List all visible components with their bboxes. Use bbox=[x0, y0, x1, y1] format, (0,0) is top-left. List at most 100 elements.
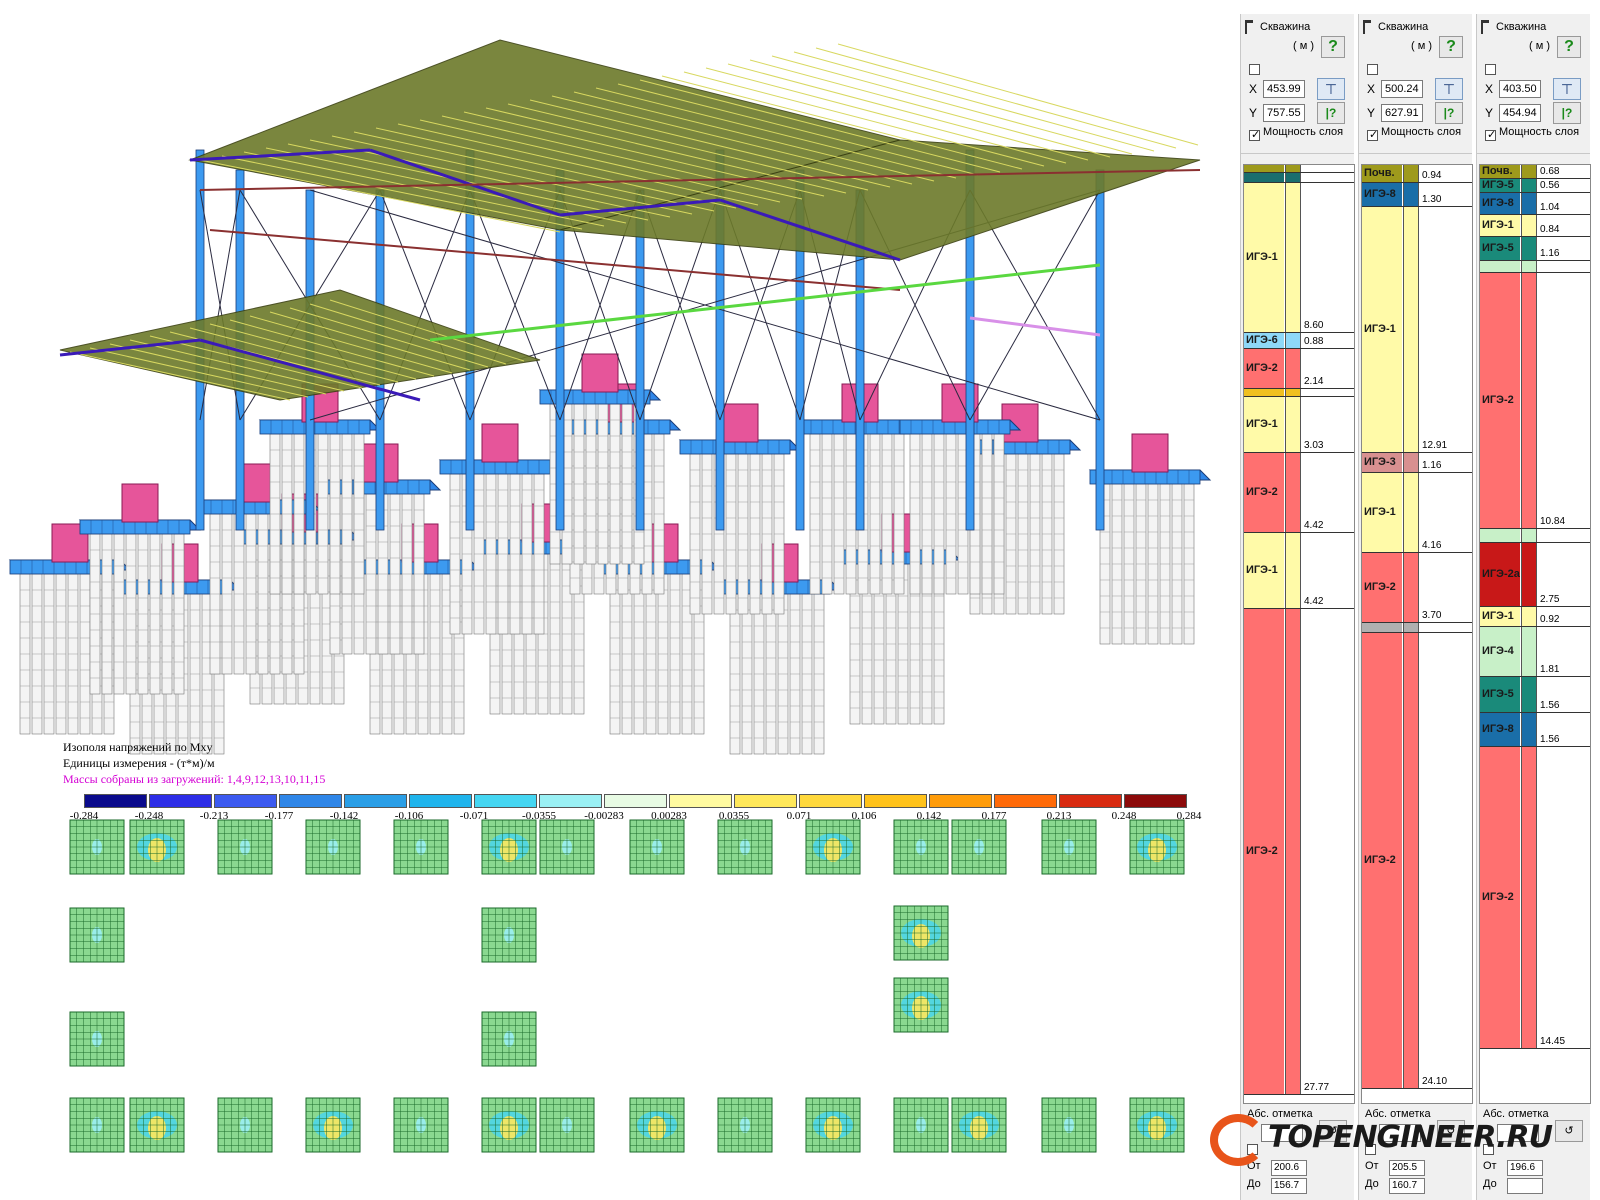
help-button[interactable]: ? bbox=[1321, 36, 1345, 58]
layer-thickness: 0.94 bbox=[1422, 170, 1442, 181]
x-coordinate-input[interactable]: 500.24 bbox=[1381, 80, 1423, 98]
pick-borehole-button[interactable]: ⊤ bbox=[1317, 78, 1345, 100]
borehole-help-button[interactable]: |? bbox=[1317, 102, 1345, 124]
layer-fill bbox=[1244, 397, 1284, 452]
to-input[interactable]: 160.7 bbox=[1389, 1178, 1425, 1194]
borehole-help-button[interactable]: |? bbox=[1435, 102, 1463, 124]
apply-elevation-button[interactable]: ↺ bbox=[1555, 1120, 1583, 1142]
apply-elevation-button[interactable]: ↺ bbox=[1319, 1120, 1347, 1142]
layer-thickness: 4.42 bbox=[1304, 520, 1324, 531]
borehole-select-checkbox[interactable] bbox=[1367, 64, 1378, 75]
roof-panel-2 bbox=[559, 139, 1201, 261]
help-button[interactable]: ? bbox=[1439, 36, 1463, 58]
layer-thickness: 1.16 bbox=[1422, 460, 1442, 471]
scale-tick-label: -0.00283 bbox=[584, 810, 624, 822]
structure-3d-model[interactable] bbox=[0, 0, 1240, 1200]
pedestal bbox=[721, 403, 759, 443]
to-input[interactable]: 156.7 bbox=[1271, 1178, 1307, 1194]
scale-swatch bbox=[344, 794, 407, 808]
borehole-help-button[interactable]: |? bbox=[1553, 102, 1581, 124]
range-checkbox[interactable] bbox=[1365, 1144, 1376, 1155]
pick-borehole-button[interactable]: ⊤ bbox=[1435, 78, 1463, 100]
layer-thickness: 4.42 bbox=[1304, 596, 1324, 607]
borehole-select-checkbox[interactable] bbox=[1485, 64, 1496, 75]
y-coordinate-input[interactable]: 454.94 bbox=[1499, 104, 1541, 122]
layer-fill bbox=[1244, 453, 1284, 532]
layer-name: Почв. bbox=[1482, 165, 1513, 177]
model-viewport[interactable]: Изополя напряжений по Mxy Единицы измере… bbox=[0, 0, 1240, 1200]
layer-name: Почв. bbox=[1364, 167, 1395, 179]
x-coordinate-input[interactable]: 403.50 bbox=[1499, 80, 1541, 98]
scale-swatch bbox=[84, 794, 147, 808]
scale-tick-label: -0.284 bbox=[69, 810, 99, 822]
roof-purlin bbox=[289, 307, 489, 368]
soil-layer[interactable] bbox=[1480, 261, 1590, 273]
soil-layer[interactable]: Почв.0.68 bbox=[1480, 165, 1590, 179]
thickness-checkbox[interactable]: ✓ bbox=[1367, 129, 1379, 141]
layer-fill bbox=[1480, 179, 1520, 192]
thickness-checkbox[interactable]: ✓ bbox=[1249, 129, 1261, 141]
y-coordinate-input[interactable]: 627.91 bbox=[1381, 104, 1423, 122]
watermark-text: TOPENGINEER.RU bbox=[1268, 1120, 1553, 1155]
soil-layer[interactable] bbox=[1244, 173, 1354, 183]
logo-e-icon bbox=[1210, 1114, 1266, 1166]
rafter bbox=[559, 198, 721, 217]
from-label: От bbox=[1365, 1160, 1379, 1172]
soil-layer[interactable]: Почв. 0.94 bbox=[1362, 165, 1472, 183]
thickness-checkbox[interactable]: ✓ bbox=[1485, 129, 1497, 141]
from-input[interactable]: 200.6 bbox=[1271, 1160, 1307, 1176]
thickness-label: Мощность слоя bbox=[1263, 126, 1344, 138]
soil-layer[interactable] bbox=[1244, 165, 1354, 173]
y-coordinate-input[interactable]: 757.55 bbox=[1263, 104, 1305, 122]
apply-elevation-button[interactable]: ↺ bbox=[1437, 1120, 1465, 1142]
to-input[interactable] bbox=[1507, 1178, 1543, 1194]
x-coordinate-input[interactable]: 453.99 bbox=[1263, 80, 1305, 98]
soil-layer[interactable] bbox=[1480, 529, 1590, 543]
abs-elevation-input[interactable] bbox=[1497, 1124, 1539, 1142]
rafter bbox=[59, 338, 201, 357]
pick-borehole-button[interactable]: ⊤ bbox=[1553, 78, 1581, 100]
from-input[interactable]: 205.5 bbox=[1389, 1160, 1425, 1176]
help-button[interactable]: ? bbox=[1557, 36, 1581, 58]
range-checkbox[interactable] bbox=[1483, 1144, 1494, 1155]
soil-layer[interactable] bbox=[1244, 389, 1354, 397]
rafter bbox=[719, 198, 901, 262]
roof-purlin bbox=[705, 67, 1067, 164]
abs-elevation-input[interactable] bbox=[1379, 1124, 1421, 1142]
from-input[interactable]: 196.6 bbox=[1507, 1160, 1543, 1176]
roof-purlin bbox=[89, 347, 309, 398]
borehole-unit: ( м ) bbox=[1293, 40, 1315, 52]
soil-layer[interactable] bbox=[1362, 623, 1472, 633]
borehole-select-checkbox[interactable] bbox=[1249, 64, 1260, 75]
layer-fill bbox=[1480, 273, 1520, 528]
